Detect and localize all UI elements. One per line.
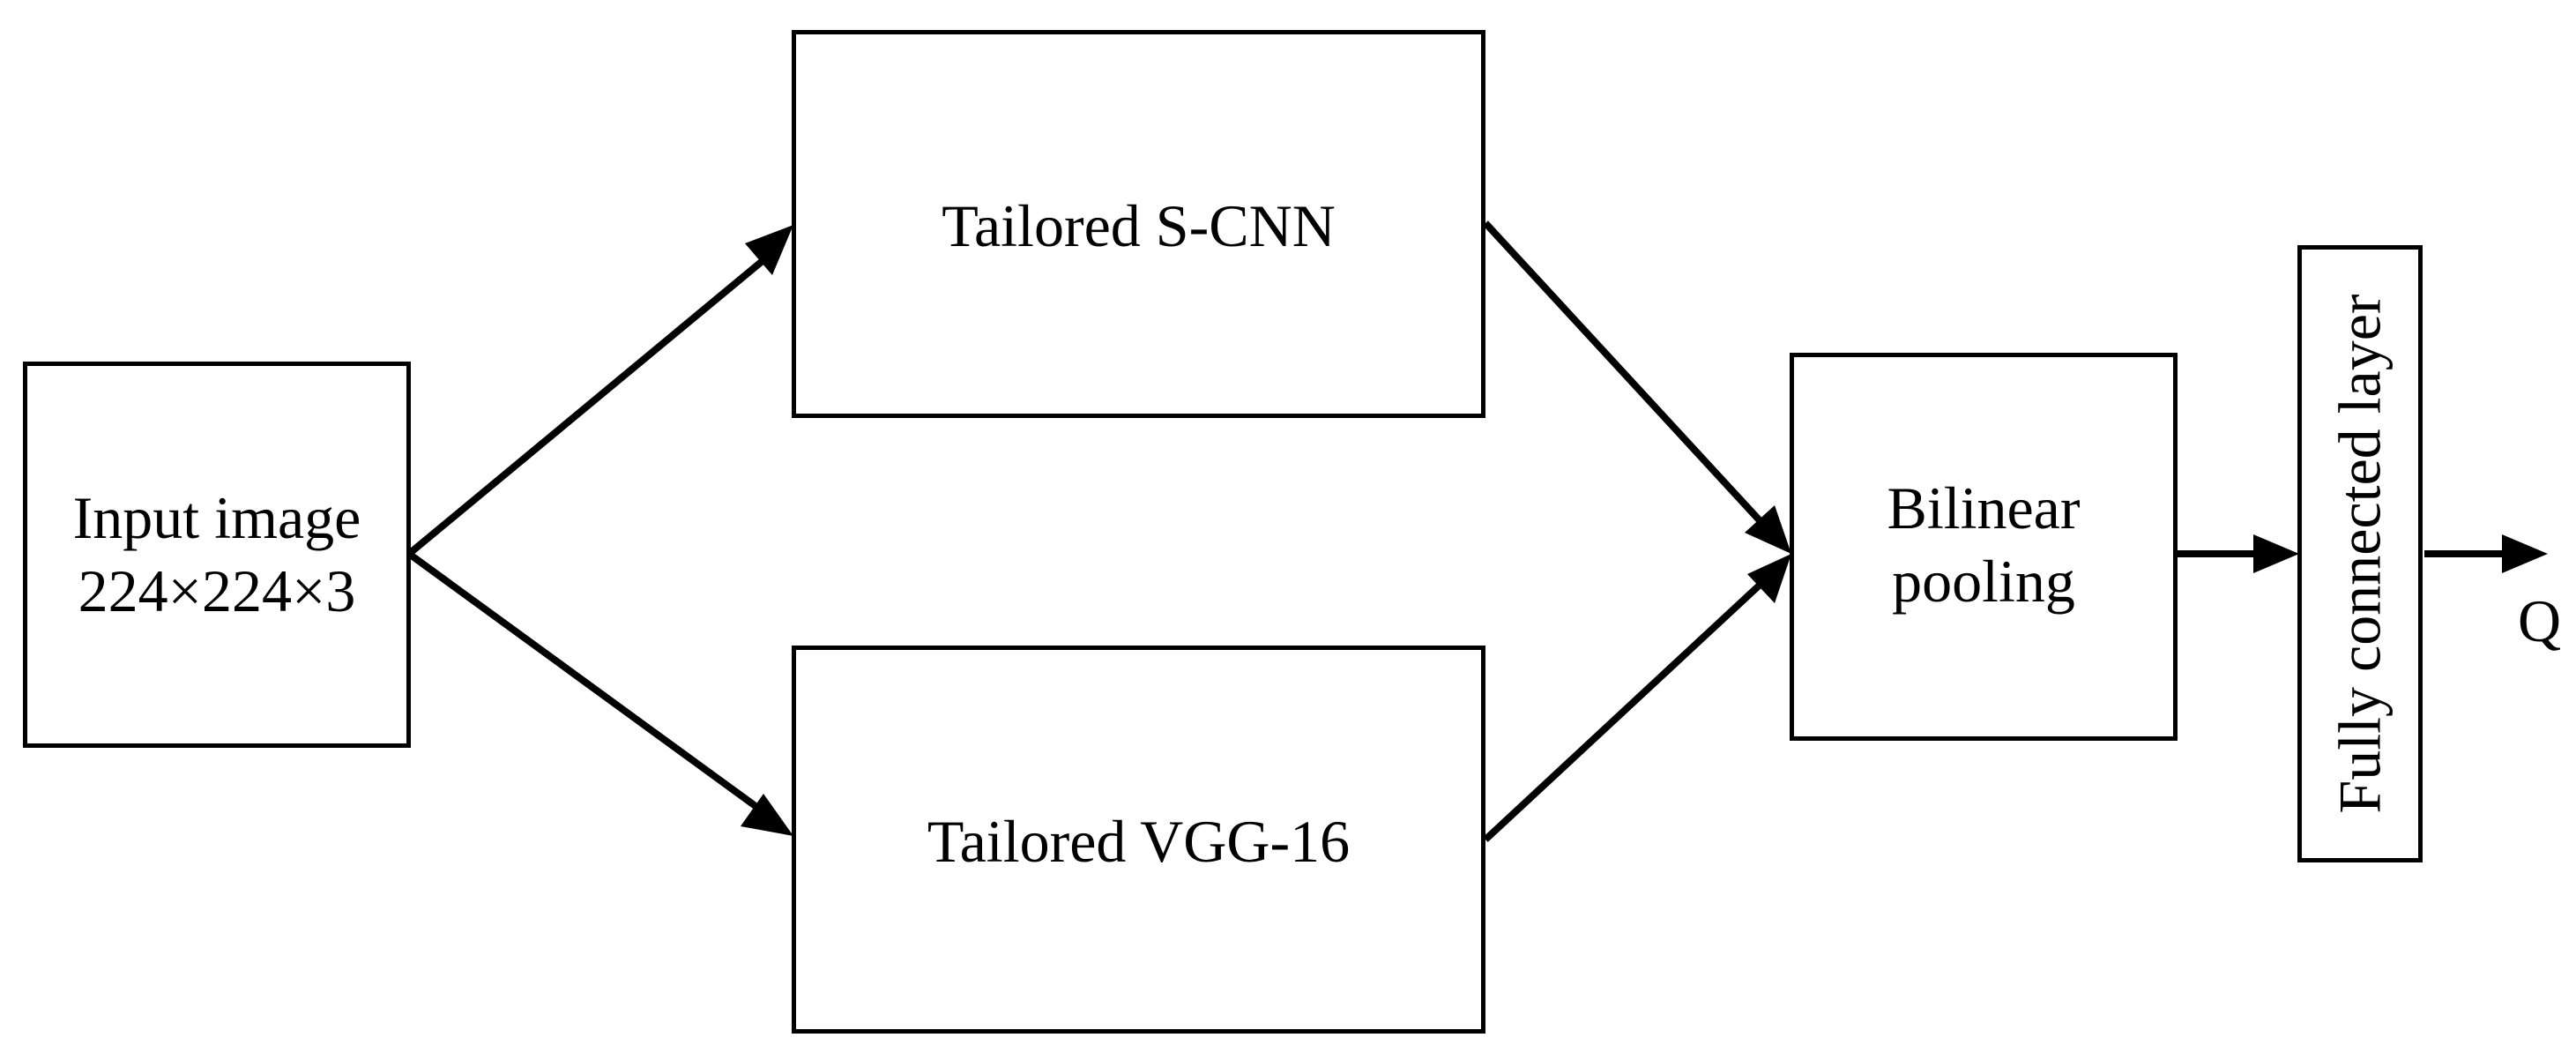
edge-scnn-to-bilinear xyxy=(1483,220,1770,532)
node-fully-connected-layer-label: Fully connected layer xyxy=(2326,294,2394,814)
edge-vgg-to-bilinear xyxy=(1483,575,1770,842)
node-tailored-vgg16-label: Tailored VGG-16 xyxy=(927,808,1351,875)
node-bilinear-pooling-line-2: pooling xyxy=(1892,547,2075,615)
node-tailored-vgg16: Tailored VGG-16 xyxy=(792,646,1485,1034)
node-input-image-line-2: 224×224×3 xyxy=(78,557,356,624)
edge-input-to-scnn xyxy=(406,252,771,557)
output-label-q: Q xyxy=(2518,587,2562,654)
node-bilinear-pooling-line-1: Bilinear xyxy=(1887,474,2081,541)
node-input-image-line-1: Input image xyxy=(72,484,361,552)
arrowhead-fc xyxy=(2253,534,2299,573)
node-fully-connected-layer: Fully connected layer xyxy=(2297,245,2423,862)
node-input-image: Input image 224×224×3 xyxy=(23,362,411,748)
arrowhead-vgg xyxy=(741,794,793,836)
arrowhead-bilinear-bottom xyxy=(1747,554,1791,603)
arrowhead-scnn xyxy=(745,225,793,275)
node-bilinear-pooling: Bilinear pooling xyxy=(1790,353,2178,741)
arrowhead-output xyxy=(2502,534,2548,573)
edge-input-to-vgg xyxy=(406,550,771,819)
node-tailored-scnn-label: Tailored S-CNN xyxy=(942,192,1336,259)
node-tailored-scnn: Tailored S-CNN xyxy=(792,30,1485,418)
arrowhead-bilinear-top xyxy=(1745,505,1791,554)
